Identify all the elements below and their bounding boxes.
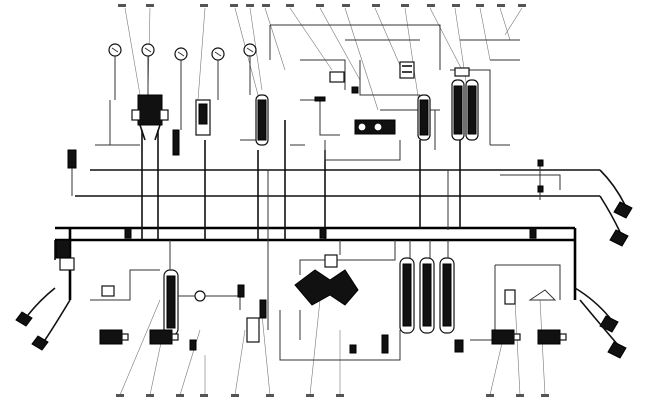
gauges bbox=[108, 43, 257, 130]
gauge-2 bbox=[141, 43, 155, 95]
upper-cylinders bbox=[255, 79, 479, 146]
right-connectors bbox=[67, 149, 561, 200]
bottom-callout-numbers bbox=[116, 394, 549, 397]
lower-cylinders bbox=[163, 240, 455, 336]
motor-blocks bbox=[99, 329, 567, 345]
center-machine-top bbox=[314, 61, 470, 135]
gauge-3 bbox=[174, 47, 188, 130]
gauge-1 bbox=[108, 43, 122, 100]
lower-fittings bbox=[55, 227, 561, 353]
upper-wiring bbox=[240, 24, 520, 161]
gauge-4 bbox=[211, 47, 225, 100]
gauge-5 bbox=[243, 43, 257, 95]
top-callout-numbers bbox=[118, 4, 526, 7]
center-machine-bottom bbox=[279, 240, 401, 361]
left-tank-assembly bbox=[95, 94, 211, 156]
hoses bbox=[15, 169, 633, 359]
bottom-callout-leaders bbox=[119, 299, 546, 396]
vertical-risers bbox=[141, 120, 461, 330]
